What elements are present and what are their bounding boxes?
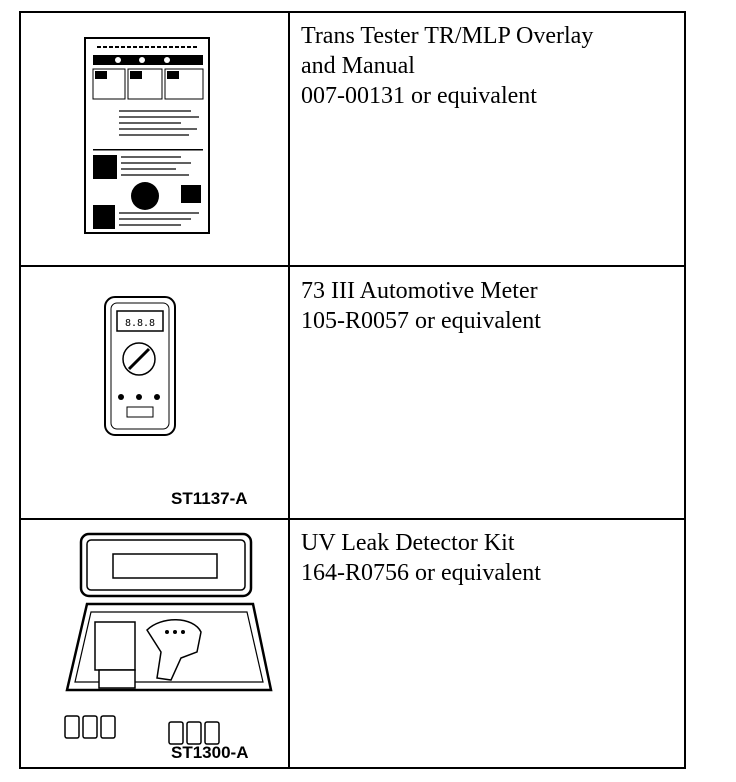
description-line: 105-R0057 or equivalent <box>301 308 541 334</box>
figure-label: ST1300-A <box>171 743 249 762</box>
description-line: 007-00131 or equivalent <box>301 83 537 109</box>
description-line: Trans Tester TR/MLP Overlay <box>301 23 594 49</box>
row-2-image-cell: 8.8.8 ST1137-A <box>21 267 288 518</box>
description-line: 73 III Automotive Meter <box>301 278 538 304</box>
description-line: 164-R0756 or equivalent <box>301 560 541 586</box>
overlay-sheet-icon <box>84 37 210 234</box>
row-3-image-cell: ST1300-A <box>21 520 288 769</box>
row-2-description: 73 III Automotive Meter 105-R0057 or equ… <box>301 276 681 336</box>
multimeter-icon: 8.8.8 <box>104 296 176 436</box>
description-line: UV Leak Detector Kit <box>301 530 515 556</box>
row-1-image-cell <box>21 13 288 265</box>
leak-detector-kit-icon <box>64 532 273 745</box>
row-divider <box>21 265 684 267</box>
description-line: and Manual <box>301 53 415 79</box>
figure-label: ST1137-A <box>171 489 248 508</box>
row-1-description: Trans Tester TR/MLP Overlay and Manual 0… <box>301 21 681 111</box>
row-3-description: UV Leak Detector Kit 164-R0756 or equiva… <box>301 528 681 588</box>
tool-table: Trans Tester TR/MLP Overlay and Manual 0… <box>19 11 686 769</box>
column-divider <box>288 13 290 767</box>
row-divider <box>21 518 684 520</box>
svg-text:8.8.8: 8.8.8 <box>125 318 155 329</box>
